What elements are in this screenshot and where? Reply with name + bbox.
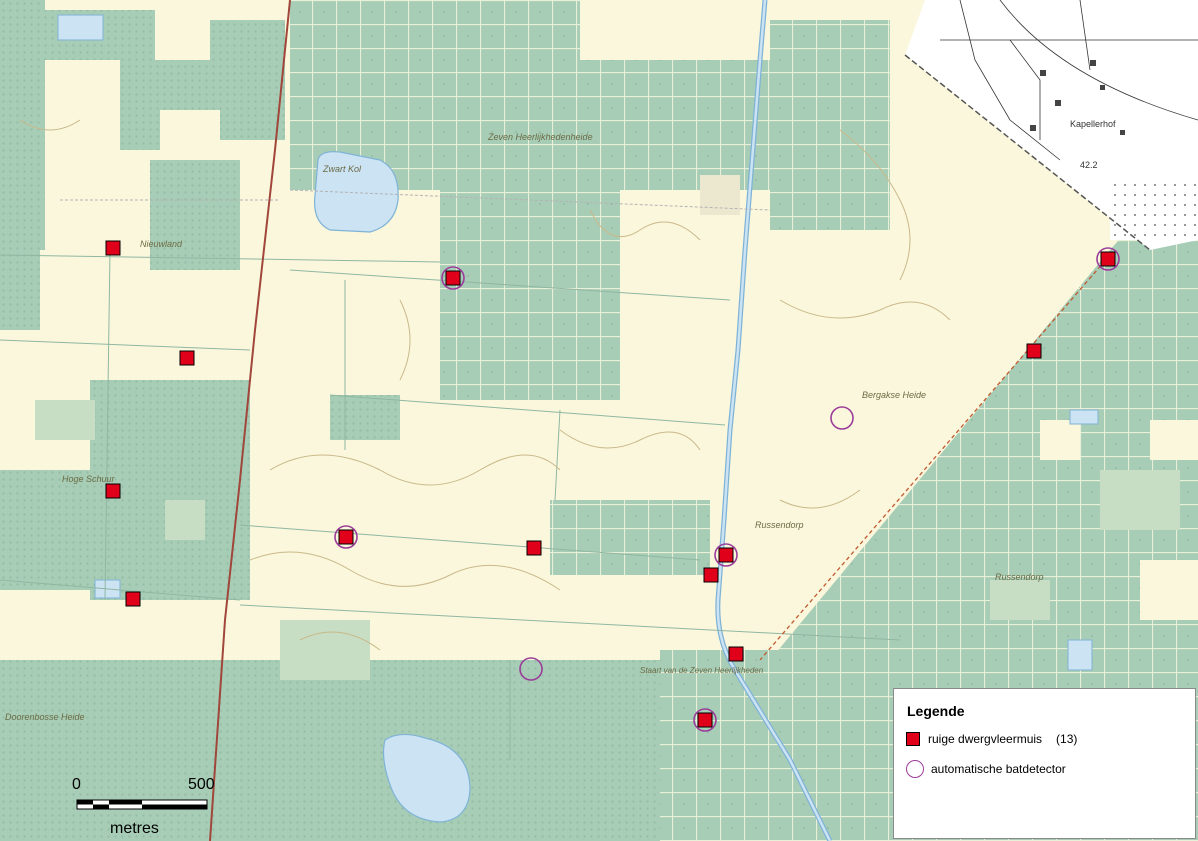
red-square-icon (906, 732, 920, 746)
field-boundaries (0, 249, 901, 760)
legend-item-label: automatische batdetector (931, 762, 1066, 776)
red-square-marker[interactable] (179, 350, 195, 366)
marker-square-3[interactable] (125, 591, 141, 607)
district-border (904, 54, 1151, 251)
marker-square-circle-10[interactable] (693, 708, 717, 732)
contour-lines (19, 119, 951, 651)
dotted-area (1110, 180, 1198, 240)
map-legend: Legende ruige dwergvleermuis (13) automa… (893, 688, 1196, 839)
label-doorenbosse-heide: Doorenbosse Heide (5, 712, 85, 722)
municipal-border (209, 0, 291, 841)
red-square-marker[interactable] (703, 567, 719, 583)
marker-square-6[interactable] (526, 540, 542, 556)
purple-circle-icon (906, 760, 924, 778)
paths (60, 189, 771, 211)
ne-roads (940, 0, 1198, 161)
marker-circle-13[interactable] (830, 406, 854, 430)
scale-bar (76, 799, 208, 810)
label-hoge-schuur: Hoge Schuur (62, 474, 116, 484)
red-square-marker[interactable] (105, 240, 121, 256)
red-square-marker[interactable] (1100, 251, 1116, 267)
label-zeven-heerlijkhedenheide: Zeven Heerlijkhedenheide (487, 132, 593, 142)
label-russendorp-2: Russendorp (995, 572, 1044, 582)
purple-circle-marker[interactable] (1096, 247, 1120, 271)
label-kapellerhof: Kapellerhof (1070, 119, 1116, 129)
red-square-marker[interactable] (445, 270, 461, 286)
legend-item-automatische-batdetector: automatische batdetector (906, 760, 1066, 778)
purple-circle-marker[interactable] (334, 525, 358, 549)
marker-square-9[interactable] (728, 646, 744, 662)
scale-start-label: 0 (72, 776, 81, 793)
scale-end-label: 500 (188, 776, 215, 793)
legend-item-label: ruige dwergvleermuis (928, 732, 1043, 746)
red-square-marker[interactable] (728, 646, 744, 662)
label-elevation: 42.2 (1080, 160, 1098, 170)
forest-areas (0, 0, 900, 841)
purple-circle-marker[interactable] (714, 543, 738, 567)
marker-square-circle-7[interactable] (714, 543, 738, 567)
label-bergakse-heide: Bergakse Heide (862, 390, 926, 400)
marker-circle-14[interactable] (519, 657, 543, 681)
marker-square-circle-5[interactable] (334, 525, 358, 549)
marker-square-2[interactable] (105, 483, 121, 499)
legend-item-ruige-dwergvleermuis: ruige dwergvleermuis (13) (906, 732, 1077, 746)
label-nieuwland: Nieuwland (140, 239, 183, 249)
red-square-marker[interactable] (125, 591, 141, 607)
purple-circle-marker[interactable] (693, 708, 717, 732)
forest-edge-line (759, 254, 1111, 661)
label-zwart-kol: Zwart Kol (322, 164, 362, 174)
marker-square-1[interactable] (179, 350, 195, 366)
marker-square-8[interactable] (703, 567, 719, 583)
red-square-marker[interactable] (1026, 343, 1042, 359)
purple-circle-marker[interactable] (441, 266, 465, 290)
label-russendorp-1: Russendorp (755, 520, 804, 530)
ne-buildings (1030, 60, 1125, 135)
label-staart: Staart van de Zeven Heerlijkheden (640, 666, 764, 675)
marker-square-12[interactable] (1026, 343, 1042, 359)
purple-circle-marker[interactable] (519, 657, 543, 681)
red-square-marker[interactable] (338, 529, 354, 545)
marker-square-circle-4[interactable] (441, 266, 465, 290)
place-labels: Zeven Heerlijkhedenheide Zwart Kol Nieuw… (5, 119, 1116, 722)
water-bodies (57, 0, 1099, 841)
observation-markers (105, 240, 1120, 732)
eastern-fields (990, 420, 1198, 620)
marker-square-0[interactable] (105, 240, 121, 256)
legend-title: Legende (907, 703, 965, 719)
red-square-marker[interactable] (697, 712, 713, 728)
red-square-marker[interactable] (718, 547, 734, 563)
marker-square-circle-11[interactable] (1096, 247, 1120, 271)
legend-item-count: (13) (1056, 732, 1078, 746)
red-square-marker[interactable] (526, 540, 542, 556)
red-square-marker[interactable] (105, 483, 121, 499)
scale-unit-label: metres (110, 820, 159, 837)
purple-circle-marker[interactable] (830, 406, 854, 430)
